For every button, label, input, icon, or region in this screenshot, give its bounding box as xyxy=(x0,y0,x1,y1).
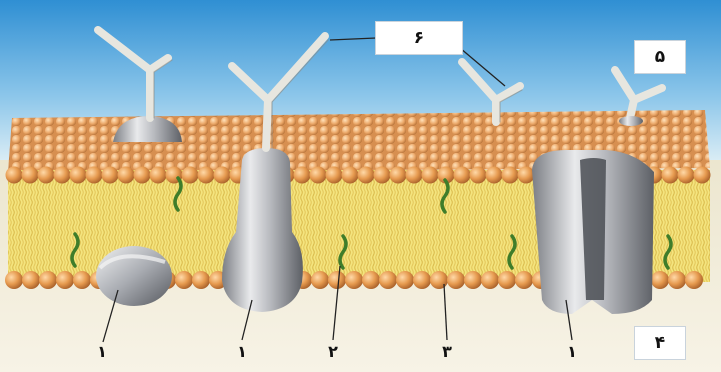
label-phospholipid: ۳ xyxy=(437,342,457,361)
phospholipid-head xyxy=(518,167,535,184)
phospholipid-head xyxy=(6,167,23,184)
phospholipid-head xyxy=(38,167,55,184)
phospholipid-head xyxy=(102,167,119,184)
phospholipid-head xyxy=(454,167,471,184)
phospholipid-head xyxy=(396,271,414,289)
phospholipid-head xyxy=(515,271,533,289)
channel-protein xyxy=(532,150,654,314)
phospholipid-head xyxy=(390,167,407,184)
phospholipid-head xyxy=(22,271,40,289)
phospholipid-head xyxy=(73,271,91,289)
phospholipid-head xyxy=(150,167,167,184)
phospholipid-head xyxy=(406,167,423,184)
phospholipid-head xyxy=(481,271,499,289)
phospholipid-head xyxy=(678,167,695,184)
phospholipid-head xyxy=(56,271,74,289)
phospholipid-head xyxy=(310,167,327,184)
phospholipid-head xyxy=(118,167,135,184)
phospholipid-head xyxy=(70,167,87,184)
phospholipid-head xyxy=(5,271,23,289)
small-peripheral-protein xyxy=(619,116,643,126)
phospholipid-head xyxy=(86,167,103,184)
phospholipid-head xyxy=(422,167,439,184)
phospholipid-head xyxy=(39,271,57,289)
phospholipid-head xyxy=(326,167,343,184)
phospholipid-head xyxy=(668,271,686,289)
label-peripheral-protein: ۱ xyxy=(92,342,112,361)
phospholipid-head xyxy=(498,271,516,289)
phospholipid-head xyxy=(22,167,39,184)
label-integral-protein: ۱ xyxy=(232,342,252,361)
label-box-inside: ۴ xyxy=(634,326,686,360)
phospholipid-head xyxy=(294,167,311,184)
phospholipid-head xyxy=(345,271,363,289)
phospholipid-head xyxy=(447,271,465,289)
phospholipid-head xyxy=(182,167,199,184)
phospholipid-head xyxy=(342,167,359,184)
phospholipid-head xyxy=(464,271,482,289)
phospholipid-head xyxy=(685,271,703,289)
label-channel-protein: ۱ xyxy=(562,342,582,361)
label-box-outside: ۵ xyxy=(634,40,686,74)
phospholipid-head xyxy=(470,167,487,184)
label-cholesterol: ۲ xyxy=(323,342,343,361)
phospholipid-head xyxy=(362,271,380,289)
phospholipid-head xyxy=(486,167,503,184)
label-box-glycocalyx: ۶ xyxy=(375,21,463,55)
phospholipid-head xyxy=(198,167,215,184)
phospholipid-head xyxy=(374,167,391,184)
phospholipid-head xyxy=(430,271,448,289)
phospholipid-head xyxy=(175,271,193,289)
phospholipid-head xyxy=(134,167,151,184)
phospholipid-head xyxy=(328,271,346,289)
phospholipid-head xyxy=(694,167,711,184)
phospholipid-head xyxy=(502,167,519,184)
phospholipid-head xyxy=(379,271,397,289)
phospholipid-head xyxy=(54,167,71,184)
phospholipid-head xyxy=(358,167,375,184)
phospholipid-head xyxy=(413,271,431,289)
phospholipid-head xyxy=(192,271,210,289)
phospholipid-head xyxy=(311,271,329,289)
phospholipid-head xyxy=(651,271,669,289)
phospholipid-head xyxy=(214,167,231,184)
phospholipid-head xyxy=(662,167,679,184)
